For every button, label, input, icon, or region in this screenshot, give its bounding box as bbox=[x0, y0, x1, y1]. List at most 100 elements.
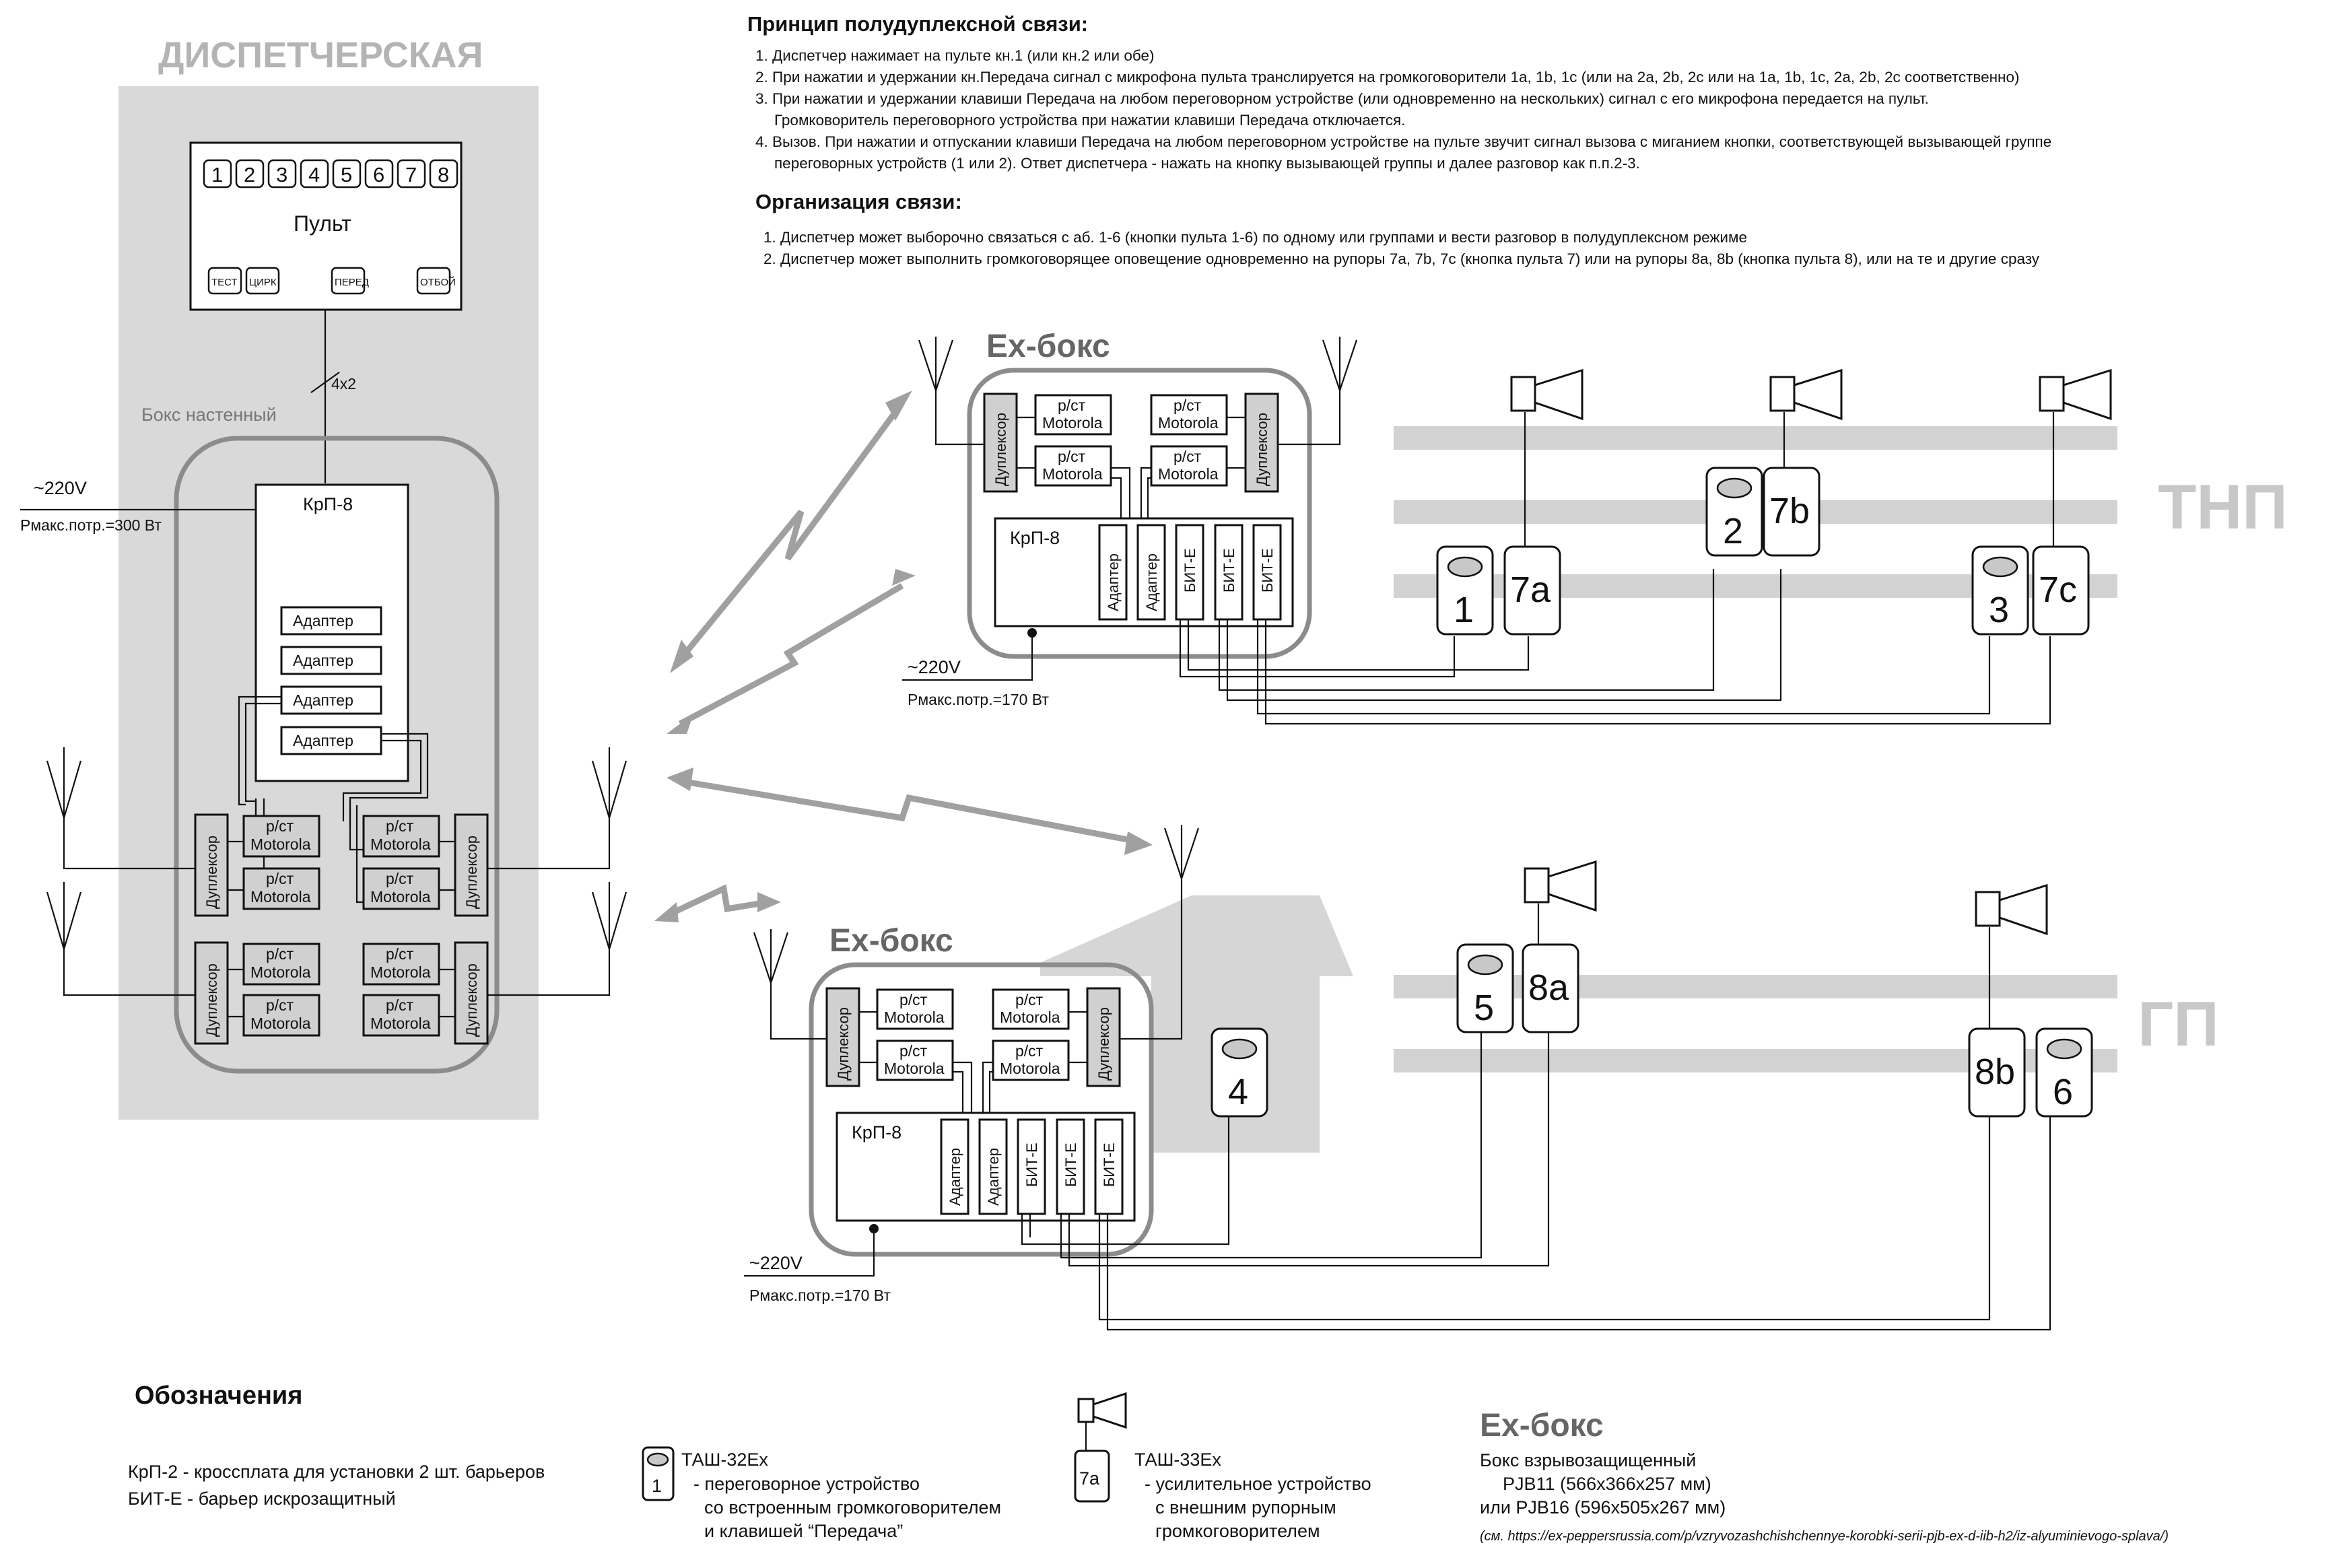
adapter bbox=[940, 1118, 969, 1215]
amplifier-unit bbox=[1522, 943, 1579, 1033]
principle-item: 2. При нажатии и удержании кн.Передача с… bbox=[755, 69, 2019, 86]
radio-motorola bbox=[242, 867, 320, 910]
station-speaker bbox=[1467, 954, 1503, 976]
bit-label: БИТ-Е bbox=[1062, 1143, 1079, 1187]
barrier-bit-e bbox=[1094, 1118, 1124, 1215]
radio-wire bbox=[859, 1011, 1087, 1064]
adapter-label: Адаптер bbox=[293, 691, 353, 709]
console-button bbox=[207, 267, 242, 295]
radio-label: р/ст bbox=[899, 1042, 928, 1060]
console-key-label: 4 bbox=[308, 163, 320, 186]
console-key-6 bbox=[364, 159, 394, 189]
duplexer-label: Дуплексор bbox=[992, 413, 1009, 486]
legend-exbox-line: Бокс взрывозащищенный bbox=[1480, 1450, 1696, 1470]
radio-links bbox=[654, 390, 1153, 922]
legend-station-speaker bbox=[646, 1452, 669, 1467]
radio-label: р/ст bbox=[1015, 1042, 1044, 1060]
horn-speaker-icon bbox=[1793, 368, 1843, 421]
radio-motorola bbox=[876, 1039, 954, 1081]
horn-driver-icon bbox=[1975, 891, 2001, 927]
radio-motorola bbox=[1034, 394, 1112, 436]
power-node bbox=[869, 1224, 879, 1233]
station-speaker bbox=[2046, 1038, 2082, 1060]
organization-item: 1. Диспетчер может выборочно связаться с… bbox=[763, 229, 1747, 246]
field-wire bbox=[1179, 569, 2051, 725]
radio-label: р/ст bbox=[386, 945, 414, 963]
arrowhead bbox=[654, 902, 679, 922]
console-key-1 bbox=[203, 159, 232, 189]
barrier-bit-e bbox=[1175, 524, 1204, 621]
console-button bbox=[245, 267, 280, 295]
radio-label: Motorola bbox=[1000, 1009, 1060, 1026]
antenna-icon bbox=[46, 747, 195, 870]
duplexer-label: Дуплексор bbox=[463, 836, 480, 909]
radio-link-bolt bbox=[665, 884, 768, 919]
radio-motorola bbox=[362, 815, 440, 858]
adapter-label: Адаптер bbox=[293, 732, 353, 749]
power-label: ~220V bbox=[34, 478, 87, 498]
legend-tash32-line: со встроенным громкоговорителем bbox=[704, 1497, 1001, 1518]
bit-label: БИТ-Е bbox=[1023, 1143, 1040, 1187]
radio-wire bbox=[1111, 467, 1151, 526]
console-key-label: 8 bbox=[438, 163, 449, 186]
horn-speaker-icon bbox=[1534, 368, 1584, 421]
amplifier-number: 8b bbox=[1975, 1052, 2015, 1092]
radio-label: р/ст bbox=[1015, 991, 1044, 1009]
radio-label: Motorola bbox=[1000, 1060, 1060, 1077]
radio-label: р/ст bbox=[1058, 397, 1086, 414]
krp-label: КрП-8 bbox=[852, 1122, 901, 1143]
radio-link-bolt bbox=[679, 778, 1138, 845]
krp-label: КрП-8 bbox=[303, 494, 353, 514]
radio-link-bolt bbox=[678, 583, 904, 726]
legend-tash33-line: с внешним рупорным bbox=[1155, 1497, 1336, 1518]
bit-label: БИТ-Е bbox=[1259, 548, 1276, 592]
power-max: Рмакс.потр.=170 Вт bbox=[908, 691, 1049, 708]
station-number: 1 bbox=[1454, 590, 1474, 630]
radio-motorola bbox=[1150, 394, 1228, 436]
radio-label: р/ст bbox=[386, 996, 414, 1014]
radio-label: Motorola bbox=[1158, 414, 1219, 432]
legend-krp2: КрП-2 - кроссплата для установки 2 шт. б… bbox=[128, 1462, 545, 1482]
legend-amp-num: 7a bbox=[1079, 1468, 1100, 1489]
radio-motorola bbox=[242, 943, 320, 986]
radio-label: Motorola bbox=[370, 963, 431, 981]
amplifier-unit bbox=[1503, 545, 1561, 636]
barrier-bit-e bbox=[1017, 1118, 1046, 1215]
house-shape bbox=[1040, 895, 1353, 1153]
exbox-title: Ex-бокс bbox=[829, 923, 953, 959]
console-key-5 bbox=[332, 159, 362, 189]
power-label: ~220V bbox=[908, 657, 961, 677]
console-key-2 bbox=[235, 159, 265, 189]
antenna-icon bbox=[1120, 825, 1200, 1040]
station-number: 3 bbox=[1989, 590, 2009, 630]
station-speaker bbox=[1716, 477, 1752, 499]
bit-label: БИТ-Е bbox=[1182, 548, 1198, 592]
legend-bite: БИТ-Е - барьер искрозащитный bbox=[128, 1489, 396, 1509]
duplexer bbox=[454, 813, 489, 917]
adapter-label: Адаптер bbox=[1143, 553, 1160, 611]
station-speaker bbox=[1447, 556, 1483, 578]
horn-speaker-icon bbox=[1547, 860, 1597, 912]
radio-label: Motorola bbox=[1042, 465, 1103, 483]
radio-motorola bbox=[876, 988, 954, 1030]
radio-motorola bbox=[992, 1039, 1070, 1081]
console-button-label: ПЕРЕД bbox=[335, 277, 369, 288]
console-button-label: ЦИРК bbox=[249, 277, 277, 288]
principle-item: Громковоритель переговорного устройства … bbox=[774, 112, 1405, 129]
principle-item: 3. При нажатии и удержании клавиши Перед… bbox=[755, 90, 1929, 107]
bit-label: БИТ-Е bbox=[1101, 1143, 1118, 1187]
legend-horn-icon bbox=[1077, 1398, 1095, 1423]
legend-tash32-title: ТАШ-32Ex bbox=[681, 1450, 768, 1470]
legend-tash33-line: - усилительное устройство bbox=[1145, 1474, 1371, 1494]
zone-label-tnp: ТНП bbox=[2158, 471, 2288, 542]
radio-label: Motorola bbox=[370, 888, 431, 906]
station-number: 2 bbox=[1723, 511, 1743, 551]
station-speaker bbox=[1221, 1038, 1258, 1060]
principle-section: Принцип полудуплексной связи: 1. Диспетч… bbox=[747, 12, 2051, 172]
horn-speaker-icon bbox=[2062, 368, 2112, 421]
adapter-label: Адаптер bbox=[947, 1148, 963, 1206]
principle-item: 1. Диспетчер нажимает на пульте кн.1 (ил… bbox=[755, 47, 1154, 64]
duplexer-label: Дуплексор bbox=[203, 836, 220, 909]
amplifier-unit bbox=[1763, 467, 1820, 557]
duplexer-label: Дуплексор bbox=[1095, 1007, 1112, 1081]
